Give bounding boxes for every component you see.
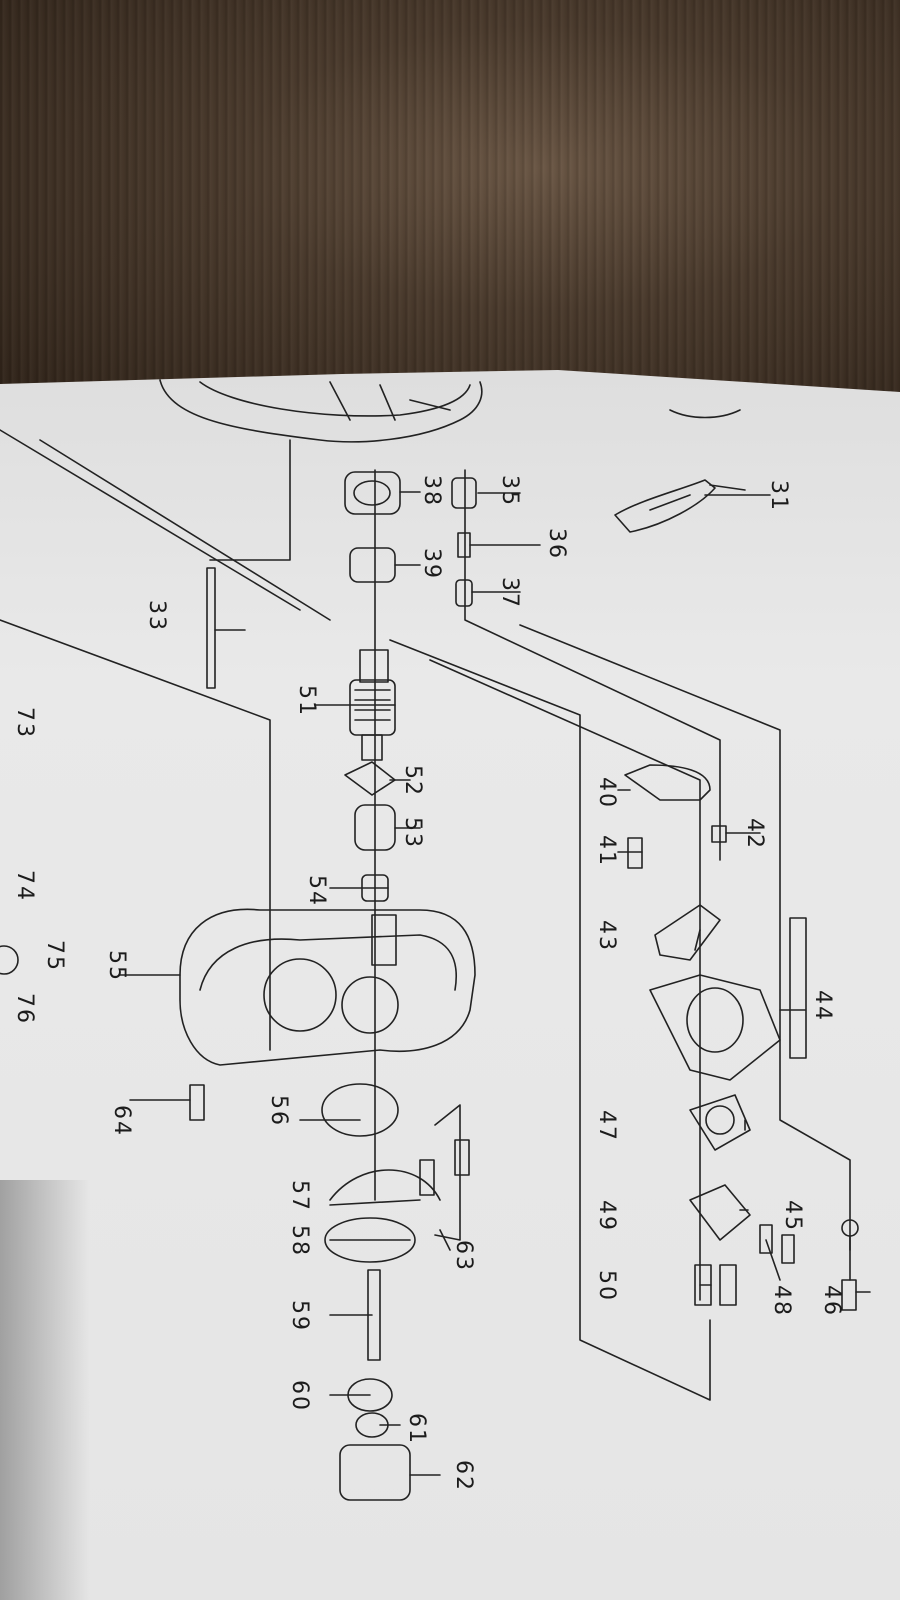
- part-48-screw: [759, 1224, 773, 1254]
- part-36-spring: [457, 532, 471, 558]
- callout-61: 61: [404, 1413, 429, 1445]
- callout-59: 59: [287, 1300, 312, 1332]
- manual-page: [0, 370, 900, 1600]
- wooden-table-background: [0, 0, 900, 420]
- part-63-screw: [454, 1139, 470, 1176]
- part-37-pin: [455, 579, 473, 607]
- callout-53: 53: [400, 817, 425, 849]
- part-43-lever: [654, 904, 721, 961]
- callout-48: 48: [769, 1285, 794, 1317]
- callout-41: 41: [594, 835, 619, 867]
- callout-56: 56: [266, 1095, 291, 1127]
- part-56-o-ring: [321, 1083, 399, 1137]
- part-49-clutch: [689, 1184, 751, 1241]
- callout-62: 62: [451, 1460, 476, 1492]
- callout-37: 37: [497, 577, 522, 609]
- callout-44: 44: [810, 990, 835, 1022]
- callout-46: 46: [819, 1285, 844, 1317]
- part-39-bushing: [349, 547, 396, 583]
- part-52-clip: [344, 761, 396, 796]
- part-75-gear: [0, 945, 19, 975]
- callout-43: 43: [594, 920, 619, 952]
- callout-47: 47: [594, 1110, 619, 1142]
- callout-50: 50: [594, 1270, 619, 1302]
- reel-frame-fragment: [159, 379, 483, 443]
- part-57-spring: [329, 1169, 441, 1201]
- callout-63: 63: [451, 1240, 476, 1272]
- part-38-bearing: [344, 471, 401, 515]
- callout-55: 55: [104, 950, 129, 982]
- callout-42: 42: [742, 818, 767, 850]
- callout-54: 54: [304, 875, 329, 907]
- callout-40: 40: [594, 777, 619, 809]
- callout-31: 31: [766, 480, 791, 512]
- part-31-shape: [614, 479, 716, 533]
- part-40-plate: [624, 764, 711, 801]
- callout-75: 75: [42, 940, 67, 972]
- callout-49: 49: [594, 1200, 619, 1232]
- callout-76: 76: [12, 993, 37, 1025]
- part-33-shaft: [206, 567, 216, 689]
- part-47-plate: [689, 1094, 751, 1151]
- part-42-nut: [711, 825, 727, 843]
- callout-36: 36: [544, 528, 569, 560]
- part-35-bushing: [451, 477, 477, 509]
- part-58-drag-washer: [324, 1217, 416, 1263]
- callout-38: 38: [419, 475, 444, 507]
- callout-73: 73: [12, 707, 37, 739]
- part-41-screw: [627, 837, 643, 869]
- wood-grain-texture: [0, 0, 900, 420]
- callout-45: 45: [780, 1200, 805, 1232]
- page-shadow: [0, 1180, 90, 1600]
- callout-35: 35: [497, 475, 522, 507]
- callout-60: 60: [287, 1380, 312, 1412]
- part-64-screw: [189, 1084, 205, 1121]
- part-51-pinion-gear: [349, 679, 396, 736]
- callout-57: 57: [287, 1180, 312, 1212]
- part-55-side-cover: [179, 908, 476, 1066]
- callout-39: 39: [419, 548, 444, 580]
- callout-58: 58: [287, 1225, 312, 1257]
- callout-33: 33: [144, 600, 169, 632]
- part-62-drag-nut: [339, 1444, 411, 1501]
- callout-52: 52: [400, 765, 425, 797]
- callout-64: 64: [109, 1105, 134, 1137]
- callout-74: 74: [12, 870, 37, 902]
- callout-51: 51: [294, 685, 319, 717]
- part-46-screw: [841, 1279, 857, 1311]
- part-44-frame: [649, 974, 781, 1081]
